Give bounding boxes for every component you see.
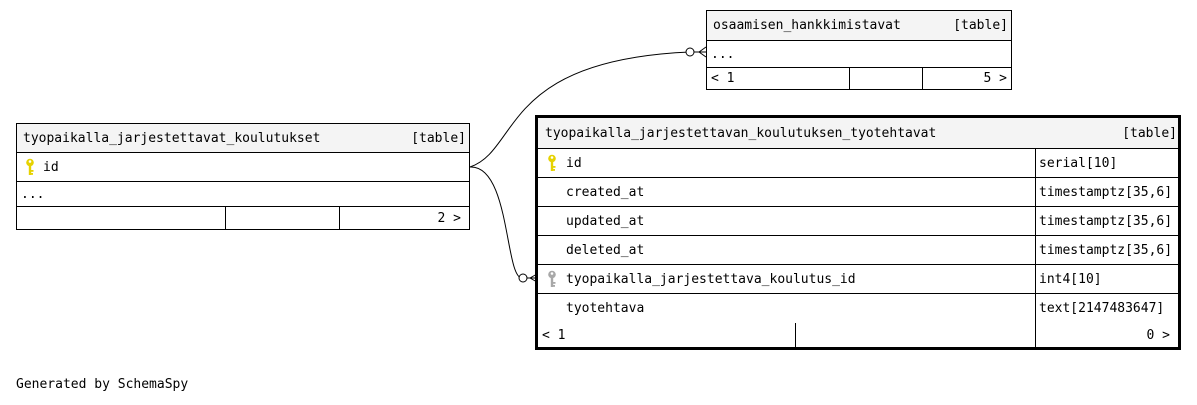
children-count[interactable]: 5 > (922, 68, 1007, 89)
column-name: tyotehtava (566, 301, 645, 316)
children-count[interactable]: 0 > (1035, 323, 1170, 347)
ellipsis-text: ... (711, 46, 735, 62)
table-name: osaamisen_hankkimistavat (713, 18, 901, 33)
ellipsis-row: ... (17, 182, 469, 207)
column-row: tyotehtava text[2147483647] (538, 294, 1178, 323)
footer-middle (849, 68, 923, 89)
table-header: tyopaikalla_jarjestettavat_koulutukset [… (17, 124, 469, 153)
table-type: [table] (1122, 125, 1177, 141)
table-footer: 2 > (17, 207, 469, 229)
column-row: tyopaikalla_jarjestettava_koulutus_id int… (538, 265, 1178, 294)
foreign-key-icon (547, 265, 557, 293)
column-datatype: timestamptz[35,6] (1035, 178, 1178, 206)
column-datatype: timestamptz[35,6] (1035, 207, 1178, 235)
primary-key-icon (25, 153, 35, 181)
column-datatype: timestamptz[35,6] (1035, 236, 1178, 264)
table-header: tyopaikalla_jarjestettavan_koulutuksen_t… (538, 118, 1178, 149)
table-name: tyopaikalla_jarjestettavat_koulutukset (23, 130, 321, 146)
ellipsis-row: ... (707, 41, 1011, 68)
footer-middle (795, 323, 1035, 347)
column-row: id (17, 153, 469, 182)
parents-count[interactable]: < 1 (711, 71, 735, 86)
table-footer: < 1 5 > (707, 68, 1011, 89)
column-row: id serial[10] (538, 149, 1178, 178)
column-name: created_at (566, 184, 645, 200)
ellipsis-text: ... (21, 186, 45, 202)
table-footer: < 1 0 > (538, 323, 1178, 347)
connector-to-tyotehtavat (469, 166, 523, 279)
column-datatype: text[2147483647] (1035, 294, 1178, 323)
column-name: tyopaikalla_jarjestettava_koulutus_id (566, 271, 856, 287)
column-name: id (566, 155, 582, 171)
table-type: [table] (411, 130, 466, 146)
column-row: created_at timestamptz[35,6] (538, 178, 1178, 207)
table-name: tyopaikalla_jarjestettavan_koulutuksen_t… (545, 125, 937, 141)
primary-key-icon (547, 149, 557, 177)
table-header: osaamisen_hankkimistavat [table] (707, 11, 1011, 41)
column-datatype: int4[10] (1035, 265, 1178, 293)
parents-count[interactable]: < 1 (542, 327, 566, 343)
column-name: deleted_at (566, 242, 645, 258)
table-tyopaikalla-jarjestettavan-koulutuksen-tyotehtavat[interactable]: tyopaikalla_jarjestettavan_koulutuksen_t… (535, 115, 1181, 350)
table-osaamisen-hankkimistavat[interactable]: osaamisen_hankkimistavat [table] ... < 1… (706, 10, 1012, 90)
footer-middle (225, 207, 339, 229)
column-row: updated_at timestamptz[35,6] (538, 207, 1178, 236)
column-datatype: serial[10] (1035, 149, 1178, 177)
column-name: id (43, 159, 59, 175)
children-count[interactable]: 2 > (339, 207, 461, 229)
table-tyopaikalla-jarjestettavat-koulutukset[interactable]: tyopaikalla_jarjestettavat_koulutukset [… (16, 123, 470, 230)
generated-by-label: Generated by SchemaSpy (16, 377, 189, 392)
crows-foot-hankkimistavat (685, 46, 707, 58)
table-type: [table] (953, 18, 1008, 33)
column-row: deleted_at timestamptz[35,6] (538, 236, 1178, 265)
column-name: updated_at (566, 213, 645, 229)
connector-to-hankkimistavat (469, 51, 691, 168)
